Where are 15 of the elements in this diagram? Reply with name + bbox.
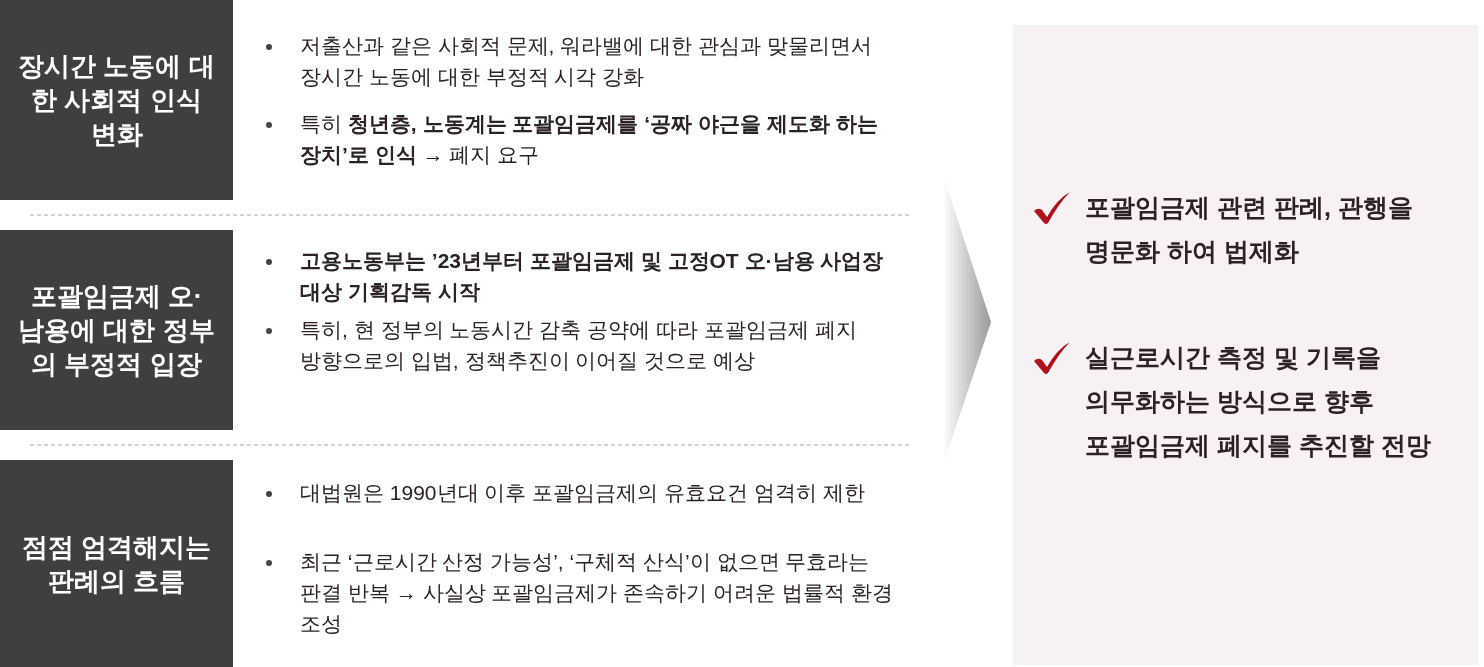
category-title: 장시간 노동에 대한 사회적 인식 변화	[17, 50, 216, 151]
category-box	[0, 460, 233, 667]
bullet-text: 대법원은 1990년대 이후 포괄임금제의 유효요건 엄격히 제한	[300, 480, 866, 506]
bullet-text: 최근 ‘근로시간 산정 가능성’, ‘구체적 산식’이 없으면 무효라는 판결 반복 → 사실상 포괄임금제가 존속하기 어려운 법률적 환경 조성	[300, 549, 894, 637]
conclusion-panel	[1013, 25, 1478, 665]
category-box	[0, 0, 233, 200]
conclusion-text: 실근로시간 측정 및 기록을 의무화하는 방식으로 향후 포괄임금제 폐지를 추진할 전망	[1085, 342, 1432, 461]
bullet-text: 특히 청년층, 노동계는 포괄임금제를 ‘공짜 야근을 제도화 하는 장치’로 인식 → 폐지 요구	[300, 111, 879, 168]
category-title: 포괄임금제 오·남용에 대한 정부의 부정적 입장	[17, 280, 216, 381]
bullet-text: 특히, 현 정부의 노동시간 감축 공약에 따라 포괄임금제 폐지 방향으로의 입법, 정책추진이 이어질 것으로 예상	[300, 317, 858, 374]
bullet-text: 고용노동부는 ’23년부터 포괄임금제 및 고정OT 오·남용 사업장 대상 기획감독 시작	[300, 248, 885, 305]
category-title: 점점 엄격해지는 판례의 흐름	[20, 530, 213, 598]
category-box	[0, 230, 233, 430]
bullet-text: 저출산과 같은 사회적 문제, 워라밸에 대한 관심과 맞물리면서 장시간 노동에 대한 부정적 시각 강화	[300, 33, 873, 90]
conclusion-text: 포괄임금제 관련 판례, 관행을 명문화 하여 법제화	[1085, 192, 1414, 267]
